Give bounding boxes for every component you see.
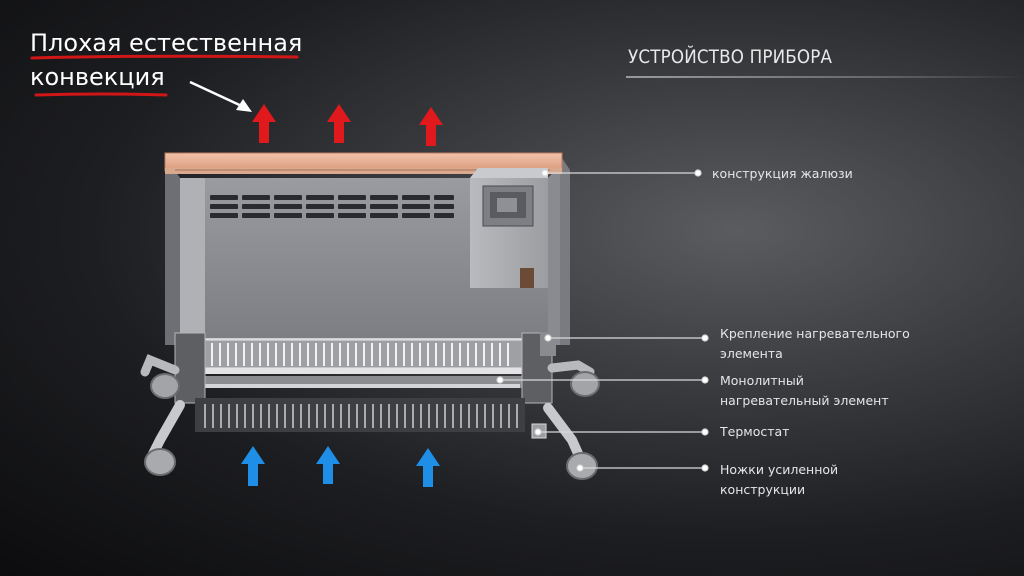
intake-slots bbox=[204, 404, 518, 428]
callout-heater-mount-line-2: элемента bbox=[720, 346, 783, 361]
bottom-intake-grille bbox=[195, 398, 525, 432]
callout-legs-line-2: конструкции bbox=[720, 482, 806, 497]
callout-legs: Ножки усиленной конструкции bbox=[720, 460, 838, 500]
arrow-up-red-icon bbox=[419, 107, 443, 146]
callout-heating-element-line-2: нагревательный элемент bbox=[720, 393, 889, 408]
right-side-wall bbox=[560, 155, 570, 345]
leg-right-back bbox=[547, 360, 600, 397]
arrow-up-blue-icon bbox=[241, 446, 265, 486]
back-vent-slots bbox=[210, 195, 454, 218]
heater-mount-left bbox=[174, 332, 206, 404]
page-title: УСТРОЙСТВО ПРИБОРА bbox=[628, 46, 833, 68]
annotation-underline-1 bbox=[30, 54, 299, 60]
arrow-pointer-icon bbox=[189, 80, 252, 112]
callout-heating-element: Монолитный нагревательный элемент bbox=[720, 371, 889, 411]
heating-fins bbox=[211, 343, 509, 366]
callout-thermostat: Термостат bbox=[720, 422, 789, 442]
arrow-up-red-icon bbox=[252, 104, 276, 143]
left-side-wall bbox=[165, 155, 180, 345]
control-box bbox=[470, 168, 548, 288]
arrow-up-blue-icon bbox=[316, 446, 340, 484]
title-underline bbox=[626, 76, 1024, 78]
callout-heater-mount-line-1: Крепление нагревательного bbox=[720, 326, 910, 341]
callout-leaders bbox=[496, 169, 709, 472]
callout-heating-element-line-1: Монолитный bbox=[720, 373, 804, 388]
annotation-line-1: Плохая естественная bbox=[30, 29, 303, 57]
annotation-line-2: конвекция bbox=[30, 63, 165, 91]
callout-louver: конструкция жалюзи bbox=[712, 164, 853, 184]
callout-legs-line-1: Ножки усиленной bbox=[720, 462, 839, 477]
callout-thermostat-line-1: Термостат bbox=[720, 424, 790, 439]
leg-left-front bbox=[144, 400, 185, 476]
arrow-up-red-icon bbox=[327, 104, 351, 143]
convection-annotation: Плохая естественная конвекция bbox=[30, 26, 302, 94]
leg-left-back bbox=[140, 354, 180, 399]
callout-heater-mount: Крепление нагревательного элемента bbox=[720, 324, 910, 364]
callout-louver-line-1: конструкция жалюзи bbox=[712, 166, 853, 181]
annotation-underline-2 bbox=[34, 92, 168, 97]
arrow-up-blue-icon bbox=[416, 448, 440, 487]
